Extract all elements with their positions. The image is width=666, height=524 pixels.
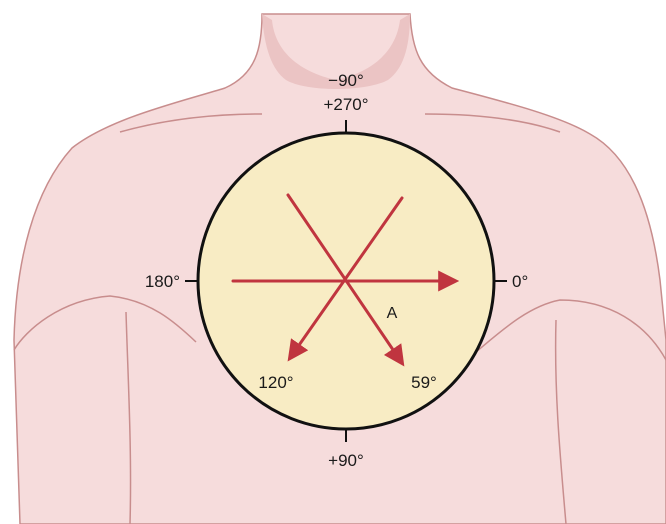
label-0: 0°: [512, 272, 528, 291]
labels: −90° +270° 0° 180° +90° 120° 59° A: [145, 71, 528, 470]
left-arm-contour: [13, 295, 197, 351]
label-plus-90: +90°: [328, 451, 364, 470]
axis-59-arrow: [286, 193, 405, 367]
lead-axes: [231, 193, 460, 367]
vector-label-a: A: [387, 305, 398, 322]
clavicle-contour: [424, 113, 561, 133]
right-arm-contour: [475, 299, 666, 361]
label-plus-270: +270°: [323, 95, 368, 114]
label-180: 180°: [145, 272, 180, 291]
clavicle-contour: [119, 113, 263, 133]
label-120: 120°: [258, 373, 293, 392]
neck-shadow: [262, 14, 410, 89]
label-minus-90: −90°: [328, 71, 364, 90]
left-arm-contour: [125, 311, 132, 524]
label-59: 59°: [411, 373, 437, 392]
right-arm-contour: [554, 319, 567, 524]
